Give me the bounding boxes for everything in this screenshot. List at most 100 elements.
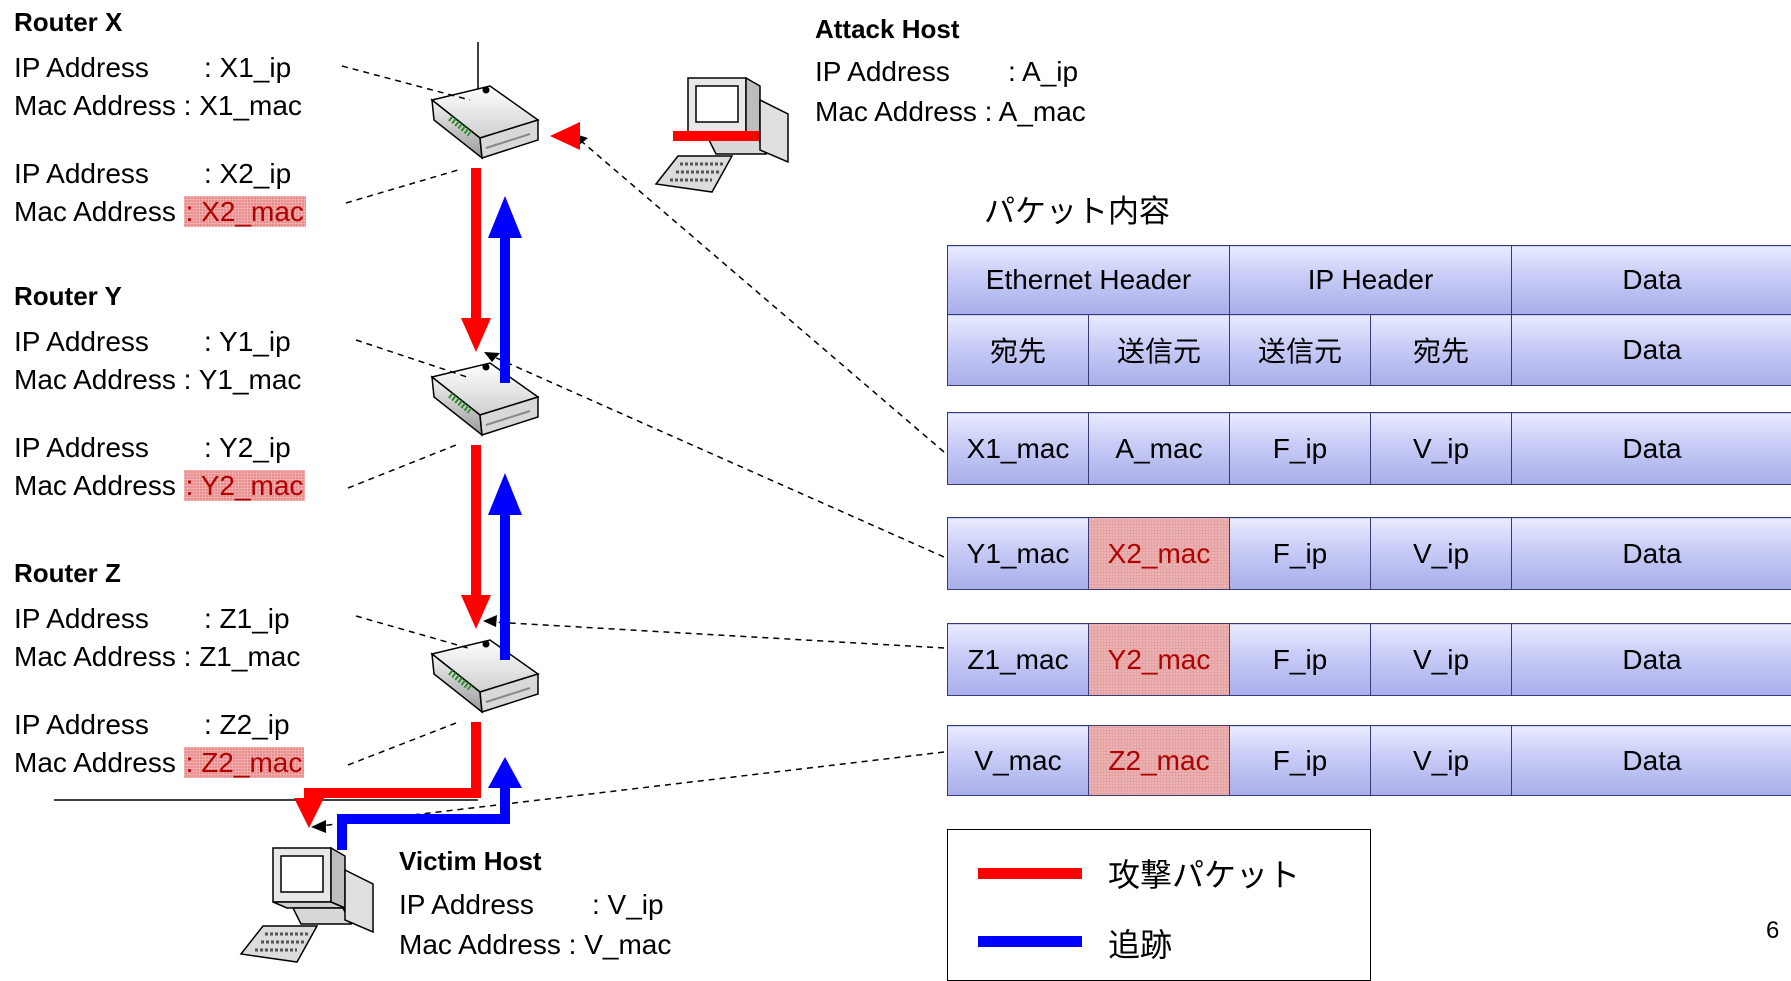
eth-dst-cell: X1_mac <box>948 413 1089 485</box>
eth-dst-cell: Y1_mac <box>948 518 1089 590</box>
ip-label: IP Address <box>14 429 204 467</box>
router-z-iface1-ip: IP Address: Z1_ip <box>14 600 290 638</box>
ip-value: : A_ip <box>1008 56 1078 87</box>
ip-value: : Z1_ip <box>204 603 290 634</box>
packet-row-4: V_mac Z2_mac F_ip V_ip Data <box>947 725 1791 796</box>
router-y-iface1-mac: Mac Address : Y1_mac <box>14 361 301 399</box>
router-x-iface1-mac: Mac Address : X1_mac <box>14 87 302 125</box>
router-x-icon <box>432 86 538 158</box>
data-cell: Data <box>1512 726 1791 796</box>
victim-host-title: Victim Host <box>399 846 542 877</box>
mac-value: : A_mac <box>985 96 1086 127</box>
ip-src-subheader: 送信元 <box>1230 315 1371 386</box>
eth-src-cell-highlighted: Z2_mac <box>1089 726 1230 796</box>
eth-src-cell: A_mac <box>1089 413 1230 485</box>
mac-value-highlighted: : Y2_mac <box>184 470 306 501</box>
router-x-iface2-mac: Mac Address : X2_mac <box>14 193 306 231</box>
attack-host-ip: IP Address: A_ip <box>815 53 1078 91</box>
ip-dst-cell: V_ip <box>1371 624 1512 696</box>
mac-value: : X1_mac <box>184 90 302 121</box>
leader-y1 <box>356 340 470 378</box>
arrowhead-y1 <box>484 352 500 362</box>
legend: 攻撃パケット 追跡 <box>947 829 1371 981</box>
page-number: 6 <box>1766 917 1779 945</box>
ip-dst-cell: V_ip <box>1371 726 1512 796</box>
router-z-icon <box>432 640 538 712</box>
trace-legend-label: 追跡 <box>1108 920 1172 966</box>
router-z-iface2-mac: Mac Address : Z2_mac <box>14 744 304 782</box>
attack-host-title: Attack Host <box>815 14 959 45</box>
ip-label: IP Address <box>14 600 204 638</box>
ip-src-cell: F_ip <box>1230 624 1371 696</box>
attack-path <box>294 122 759 828</box>
packet-pointer-x1 <box>580 140 944 452</box>
mac-value: : Y1_mac <box>184 364 302 395</box>
mac-label: Mac Address <box>14 90 176 121</box>
ip-dst-subheader: 宛先 <box>1371 315 1512 386</box>
mac-label: Mac Address <box>815 96 977 127</box>
eth-dst-cell: Z1_mac <box>948 624 1089 696</box>
leader-z1 <box>356 616 468 648</box>
router-z-iface1-mac: Mac Address : Z1_mac <box>14 638 300 676</box>
arrowhead-v <box>311 820 326 833</box>
packet-row-2: Y1_mac X2_mac F_ip V_ip Data <box>947 517 1791 590</box>
ip-src-cell: F_ip <box>1230 518 1371 590</box>
ip-header-cell: IP Header <box>1230 246 1512 315</box>
router-z-title: Router Z <box>14 558 121 589</box>
router-x-title: Router X <box>14 7 122 38</box>
mac-label: Mac Address <box>14 747 176 778</box>
leader-x1 <box>342 66 470 100</box>
leader-x2 <box>346 170 458 203</box>
leader-y2 <box>348 445 456 488</box>
eth-src-cell-highlighted: X2_mac <box>1089 518 1230 590</box>
packet-header-table: Ethernet Header IP Header Data 宛先 送信元 送信… <box>947 245 1791 386</box>
victim-host-mac: Mac Address : V_mac <box>399 926 671 964</box>
ip-src-cell: F_ip <box>1230 726 1371 796</box>
eth-src-subheader: 送信元 <box>1089 315 1230 386</box>
ip-value: : X1_ip <box>204 52 291 83</box>
ethernet-header-cell: Ethernet Header <box>948 246 1230 315</box>
eth-src-cell-highlighted: Y2_mac <box>1089 624 1230 696</box>
ip-value: : Y1_ip <box>204 326 291 357</box>
ip-value: : X2_ip <box>204 158 291 189</box>
ip-label: IP Address <box>815 53 1008 91</box>
packet-pointer-y1 <box>492 356 944 557</box>
ip-label: IP Address <box>14 706 204 744</box>
mac-label: Mac Address <box>14 641 176 672</box>
data-cell: Data <box>1512 413 1791 485</box>
ip-value: : V_ip <box>592 889 664 920</box>
victim-host-ip: IP Address: V_ip <box>399 886 664 924</box>
data-subheader: Data <box>1512 315 1791 386</box>
mac-value: : V_mac <box>569 929 672 960</box>
eth-dst-cell: V_mac <box>948 726 1089 796</box>
router-x-iface2-ip: IP Address: X2_ip <box>14 155 291 193</box>
ip-src-cell: F_ip <box>1230 413 1371 485</box>
ip-dst-cell: V_ip <box>1371 413 1512 485</box>
mac-label: Mac Address <box>399 929 561 960</box>
ip-label: IP Address <box>14 323 204 361</box>
packet-pointer-z1 <box>492 622 944 648</box>
trace-path <box>337 196 522 850</box>
mac-label: Mac Address <box>14 196 176 227</box>
ip-label: IP Address <box>14 155 204 193</box>
attack-host-mac: Mac Address : A_mac <box>815 93 1086 131</box>
mac-value-highlighted: : Z2_mac <box>184 747 305 778</box>
mac-label: Mac Address <box>14 470 176 501</box>
attack-legend-swatch <box>978 868 1082 879</box>
leader-z2 <box>348 723 456 765</box>
packet-row-1: X1_mac A_mac F_ip V_ip Data <box>947 412 1791 485</box>
data-cell: Data <box>1512 624 1791 696</box>
ip-value: : Y2_ip <box>204 432 291 463</box>
router-y-iface2-mac: Mac Address : Y2_mac <box>14 467 305 505</box>
trace-legend-swatch <box>978 936 1082 947</box>
data-header-cell: Data <box>1512 246 1791 315</box>
ip-dst-cell: V_ip <box>1371 518 1512 590</box>
router-x-iface1-ip: IP Address: X1_ip <box>14 49 291 87</box>
ip-label: IP Address <box>399 886 592 924</box>
attack-legend-label: 攻撃パケット <box>1108 850 1300 896</box>
mac-value-highlighted: : X2_mac <box>184 196 306 227</box>
arrowhead-z1 <box>483 615 497 627</box>
packet-title: パケット内容 <box>984 186 1170 231</box>
router-y-icon <box>432 363 538 435</box>
router-y-title: Router Y <box>14 281 122 312</box>
